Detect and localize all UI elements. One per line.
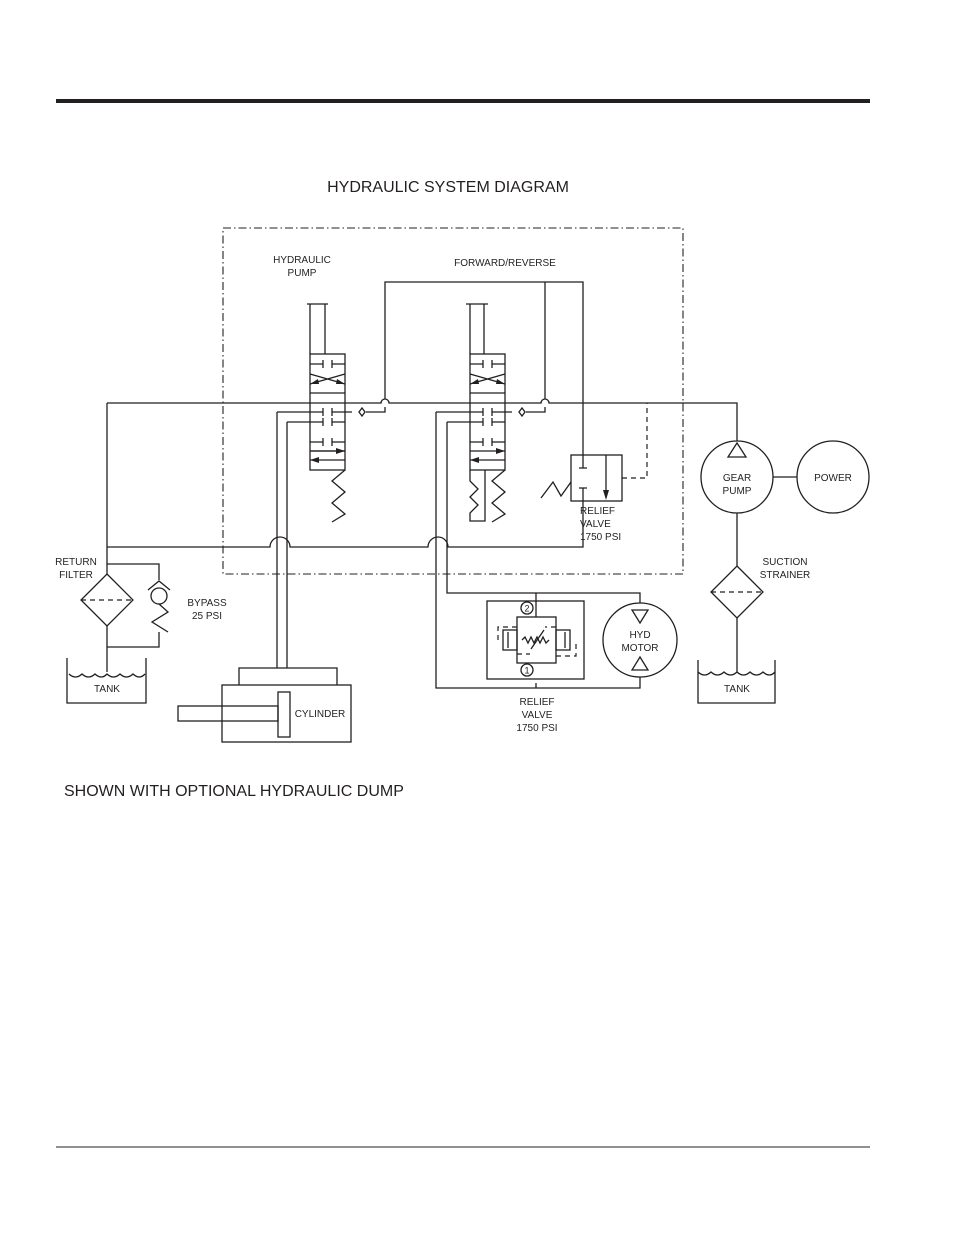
gear-pump-label-2: PUMP (723, 486, 752, 497)
bypass-label-1: BYPASS (187, 598, 227, 609)
upper-loop (384, 281, 584, 462)
loop-connector-1 (366, 407, 386, 413)
pressure-line (107, 398, 738, 441)
relief-valve-lower-label-1: RELIEF (519, 697, 554, 708)
return-filter-icon (80, 573, 134, 627)
return-filter-label-2: FILTER (59, 570, 93, 581)
power-label: POWER (814, 473, 852, 484)
relief-valve-lower (486, 593, 585, 688)
check-valve-icon (518, 406, 526, 418)
suction-strainer-label-2: STRAINER (760, 570, 811, 581)
power-icon (796, 440, 870, 514)
cylinder-lines (276, 412, 288, 668)
return-line (107, 501, 584, 548)
tank-left-label: TANK (94, 684, 120, 695)
suction-strainer-icon (710, 565, 764, 619)
hyd-motor-label-1: HYD (629, 630, 650, 641)
spring-icon (521, 635, 550, 645)
suction-strainer-label-1: SUCTION (763, 557, 808, 568)
motor-triangle-icon (630, 609, 650, 625)
spring-icon (490, 469, 507, 523)
port-2-marker (520, 601, 534, 615)
diagram-title: HYDRAULIC SYSTEM DIAGRAM (327, 179, 569, 196)
motor-lines (435, 412, 641, 689)
spring-icon (330, 469, 347, 523)
relief-valve-lower-label-3: 1750 PSI (516, 723, 557, 734)
spring-icon (469, 470, 486, 522)
bypass-label-2: 25 PSI (192, 611, 222, 622)
relief-valve-upper (540, 403, 648, 502)
hyd-motor-icon (602, 602, 678, 678)
top-rule (56, 99, 870, 103)
pump-triangle-icon (726, 441, 748, 458)
fluid-level (697, 671, 776, 676)
relief-valve-upper-label-3: 1750 PSI (580, 532, 621, 543)
spring-icon (540, 480, 572, 499)
fluid-level (68, 673, 146, 678)
pump-control-valve (277, 303, 366, 523)
cylinder-label: CYLINDER (295, 709, 346, 720)
gear-pump-label-1: GEAR (723, 473, 751, 484)
motor-triangle-icon (630, 655, 650, 671)
spring-icon (147, 580, 171, 633)
relief-valve-lower-label-2: VALVE (522, 710, 553, 721)
relief-valve-upper-label-1: RELIEF (580, 506, 615, 517)
loop-connector-2 (526, 407, 546, 413)
port-2-label: 2 (524, 604, 529, 614)
hydraulic-pump-label-1: HYDRAULIC (273, 255, 331, 266)
diagram-caption: SHOWN WITH OPTIONAL HYDRAULIC DUMP (64, 783, 404, 800)
filter-lines (106, 547, 160, 672)
forward-reverse-valve (436, 303, 526, 523)
tank-right-icon (697, 660, 776, 704)
valve-block-boundary (222, 227, 684, 575)
forward-reverse-label: FORWARD/REVERSE (454, 258, 556, 269)
port-1-label: 1 (524, 666, 529, 676)
cylinder-icon (177, 667, 352, 743)
tank-right-label: TANK (724, 684, 750, 695)
bypass-check-icon (150, 587, 168, 605)
hyd-motor-label-2: MOTOR (621, 643, 658, 654)
return-filter-label-1: RETURN (55, 557, 97, 568)
port-1-marker (520, 663, 534, 677)
check-valve-icon (358, 406, 366, 418)
hydraulic-pump-label-2: PUMP (288, 268, 317, 279)
relief-valve-upper-label-2: VALVE (580, 519, 611, 530)
tank-left-icon (66, 658, 147, 704)
